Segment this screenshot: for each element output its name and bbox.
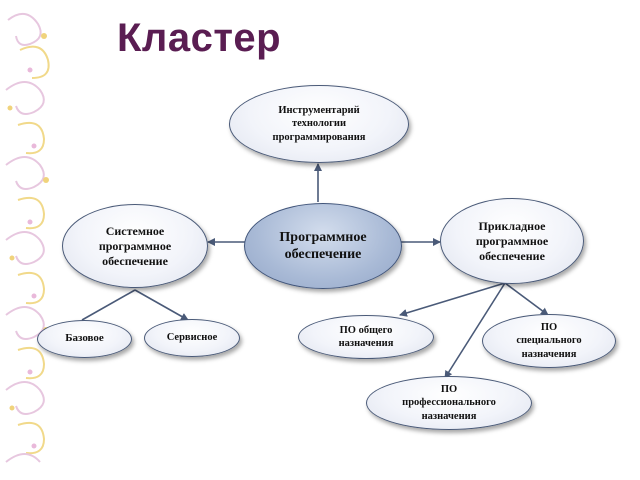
line-system-to-basic (81, 289, 136, 321)
node-software: Программное обеспечение (244, 203, 402, 289)
node-applied-software: Прикладное программное обеспечение (440, 198, 584, 284)
node-programming-tools: Инструментарий технологии программирован… (229, 85, 409, 163)
arrow-system-to-service (134, 289, 189, 321)
arrow-applied-to-general (399, 282, 506, 317)
node-professional-purpose: ПО профессионального назначения (366, 376, 532, 430)
arrow-applied-to-professional (444, 282, 506, 379)
node-general-purpose: ПО общего назначения (298, 315, 434, 359)
node-system-software: Системное программное обеспечение (62, 204, 208, 288)
node-special-purpose: ПО специального назначения (482, 314, 616, 368)
arrow-applied-to-special (504, 282, 549, 316)
decorative-swirl-border (5, 13, 50, 463)
node-basic: Базовое (37, 320, 132, 358)
page-title: Кластер (117, 16, 282, 60)
node-service: Сервисное (144, 319, 240, 357)
